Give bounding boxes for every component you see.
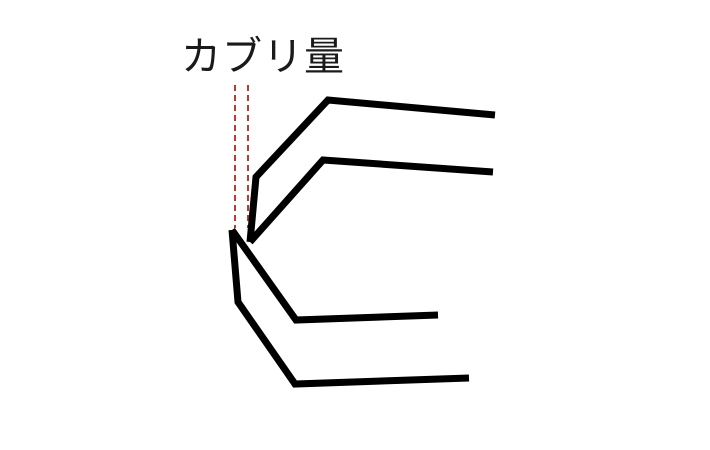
upper-inner-line xyxy=(247,156,494,245)
overlap-amount-label: カブリ量 xyxy=(181,34,345,80)
lower-inner-line xyxy=(229,227,439,324)
upper-outer-line xyxy=(246,96,496,243)
lower-outer-line xyxy=(228,229,470,388)
